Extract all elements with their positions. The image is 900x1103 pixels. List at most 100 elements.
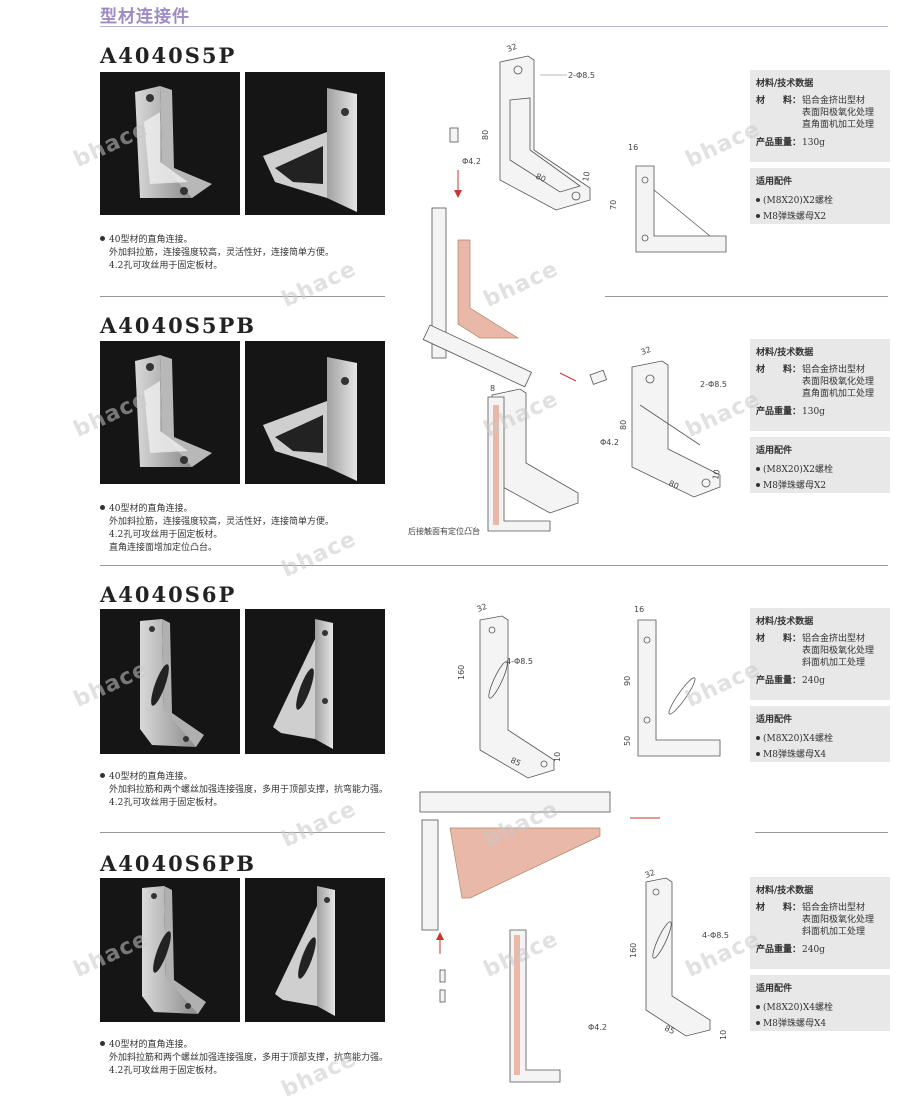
spec-heading: 材料/技术数据 (756, 348, 814, 358)
bracket-back-render (275, 886, 335, 1016)
material-key: 材 料： (756, 903, 802, 913)
svg-text:32: 32 (644, 868, 657, 880)
svg-text:4-Φ8.5: 4-Φ8.5 (506, 657, 533, 666)
material-value: 直角面机加工处理 (802, 120, 875, 130)
weight-row: 产品重量： 240g (756, 675, 884, 687)
spec-heading: 材料/技术数据 (756, 617, 814, 627)
weight-key: 产品重量： (756, 407, 802, 417)
product-description: 40型材的直角连接。 外加斜拉筋，连接强度较高，灵活性好，连接简单方便。 4.2… (100, 503, 400, 555)
accessories-heading: 适用配件 (756, 715, 793, 725)
section-divider (100, 832, 385, 833)
material-value: 铝合金挤出型材 (802, 903, 866, 913)
bullet-icon (756, 467, 760, 471)
technical-drawing: 32 160 4-Φ8.5 85 10 16 90 50 (419, 600, 740, 825)
spec-panel: 材料/技术数据 材 料： 铝合金挤出型材 表面阳极氧化处理 斜面机加工处理 产品… (750, 608, 890, 762)
accessory-item: (M8X20)X2螺栓 (756, 462, 884, 475)
svg-text:16: 16 (634, 605, 644, 614)
weight-value: 130g (802, 407, 825, 417)
svg-text:10: 10 (711, 469, 722, 481)
model-title: A4040S6P (100, 582, 237, 607)
description-line: 4.2孔可攻丝用于固定板材。 (109, 798, 223, 808)
svg-text:32: 32 (506, 42, 519, 54)
accessories-heading: 适用配件 (756, 984, 793, 994)
material-value: 斜面机加工处理 (802, 658, 866, 668)
material-value: 铝合金挤出型材 (802, 634, 866, 644)
page-title: 型材连接件 (100, 7, 190, 27)
bracket-drawing-svg: 80 32 2-Φ8.5 80 10 Φ4.2 8 后接触面有定位凸台 (408, 345, 727, 536)
product-photo-back (245, 341, 385, 484)
bracket-front-render (135, 355, 212, 467)
spec-panel: 材料/技术数据 材 料： 铝合金挤出型材 表面阳极氧化处理 直角面机加工处理 产… (750, 339, 890, 493)
svg-text:32: 32 (640, 345, 653, 357)
material-row: 材 料： 铝合金挤出型材 表面阳极氧化处理 斜面机加工处理 (756, 902, 884, 938)
section-divider (100, 296, 385, 297)
weight-row: 产品重量： 130g (756, 137, 884, 149)
svg-text:Φ4.2: Φ4.2 (462, 157, 481, 166)
bracket-drawing-svg: 32 160 4-Φ8.5 85 10 Φ4.2 (421, 819, 729, 1083)
tech-data-box: 材料/技术数据 材 料： 铝合金挤出型材 表面阳极氧化处理 斜面机加工处理 产品… (750, 608, 890, 700)
product-description: 40型材的直角连接。 外加斜拉筋和两个螺丝加强连接强度，多用于顶部支撑，抗弯能力… (100, 1039, 400, 1078)
accessory-item: (M8X20)X4螺栓 (756, 731, 884, 744)
bracket-front-render (135, 86, 212, 198)
accessories-box: 适用配件 (M8X20)X2螺栓 M8弹珠螺母X2 (750, 168, 890, 224)
bracket-back-render (263, 88, 357, 212)
bullet-icon (756, 736, 760, 740)
bullet-icon (100, 773, 105, 778)
product-description: 40型材的直角连接。 外加斜拉筋和两个螺丝加强连接强度，多用于顶部支撑，抗弯能力… (100, 771, 400, 810)
svg-text:70: 70 (609, 200, 618, 210)
svg-text:85: 85 (663, 1024, 676, 1036)
svg-text:32: 32 (476, 602, 489, 614)
tech-data-box: 材料/技术数据 材 料： 铝合金挤出型材 表面阳极氧化处理 斜面机加工处理 产品… (750, 877, 890, 969)
svg-text:8: 8 (490, 384, 495, 393)
weight-key: 产品重量： (756, 945, 802, 955)
svg-text:85: 85 (509, 756, 522, 768)
material-row: 材 料： 铝合金挤出型材 表面阳极氧化处理 斜面机加工处理 (756, 633, 884, 669)
spec-heading: 材料/技术数据 (756, 886, 814, 896)
product-photo-back (245, 609, 385, 754)
svg-text:2-Φ8.5: 2-Φ8.5 (700, 380, 727, 389)
bullet-icon (756, 1005, 760, 1009)
tech-data-box: 材料/技术数据 材 料： 铝合金挤出型材 表面阳极氧化处理 直角面机加工处理 产… (750, 70, 890, 162)
material-value: 表面阳极氧化处理 (802, 108, 875, 118)
bullet-icon (100, 1041, 105, 1046)
model-title: A4040S6PB (100, 851, 257, 876)
material-value: 表面阳极氧化处理 (802, 377, 875, 387)
accessories-box: 适用配件 (M8X20)X2螺栓 M8弹珠螺母X2 (750, 437, 890, 493)
description-line: 直角连接面增加定位凸台。 (109, 543, 218, 553)
bracket-back-render (263, 357, 357, 481)
accessory-item: (M8X20)X2螺栓 (756, 193, 884, 206)
weight-row: 产品重量： 240g (756, 944, 884, 956)
material-row: 材 料： 铝合金挤出型材 表面阳极氧化处理 直角面机加工处理 (756, 95, 884, 131)
bullet-icon (756, 198, 760, 202)
material-value: 表面阳极氧化处理 (802, 915, 875, 925)
spec-panel: 材料/技术数据 材 料： 铝合金挤出型材 表面阳极氧化处理 斜面机加工处理 产品… (750, 877, 890, 1031)
technical-drawing: 80 32 2-Φ8.5 80 10 Φ4.2 8 后接触面有定位凸台 (400, 345, 745, 545)
technical-drawing: 80 32 2-Φ8.5 80 10 Φ4.2 16 70 (422, 40, 740, 388)
material-row: 材 料： 铝合金挤出型材 表面阳极氧化处理 直角面机加工处理 (756, 364, 884, 400)
accessories-box: 适用配件 (M8X20)X4螺栓 M8弹珠螺母X4 (750, 975, 890, 1031)
svg-text:2-Φ8.5: 2-Φ8.5 (568, 71, 595, 80)
accessories-heading: 适用配件 (756, 177, 793, 187)
svg-text:10: 10 (553, 752, 562, 762)
weight-key: 产品重量： (756, 676, 802, 686)
product-photo-back (245, 72, 385, 215)
technical-drawing: 32 160 4-Φ8.5 85 10 Φ4.2 (410, 819, 745, 1090)
svg-text:80: 80 (619, 420, 628, 430)
svg-text:50: 50 (623, 736, 632, 746)
description-line: 外加斜拉筋，连接强度较高，灵活性好，连接简单方便。 (109, 248, 335, 258)
svg-text:后接触面有定位凸台: 后接触面有定位凸台 (408, 526, 480, 536)
accessory-item: M8弹珠螺母X2 (756, 209, 884, 222)
model-title: A4040S5PB (100, 313, 257, 338)
description-line: 40型材的直角连接。 (100, 1039, 400, 1052)
description-line: 外加斜拉筋，连接强度较高，灵活性好，连接简单方便。 (109, 517, 335, 527)
description-line: 外加斜拉筋和两个螺丝加强连接强度，多用于顶部支撑，抗弯能力强。 (109, 785, 389, 795)
accessory-item: M8弹珠螺母X4 (756, 1016, 884, 1029)
product-photo-front (100, 609, 240, 754)
description-line: 40型材的直角连接。 (100, 771, 400, 784)
material-value: 斜面机加工处理 (802, 927, 866, 937)
section-divider (755, 832, 888, 833)
svg-text:160: 160 (629, 943, 638, 958)
weight-row: 产品重量： 130g (756, 406, 884, 418)
bullet-icon (756, 483, 760, 487)
spec-panel: 材料/技术数据 材 料： 铝合金挤出型材 表面阳极氧化处理 直角面机加工处理 产… (750, 70, 890, 224)
